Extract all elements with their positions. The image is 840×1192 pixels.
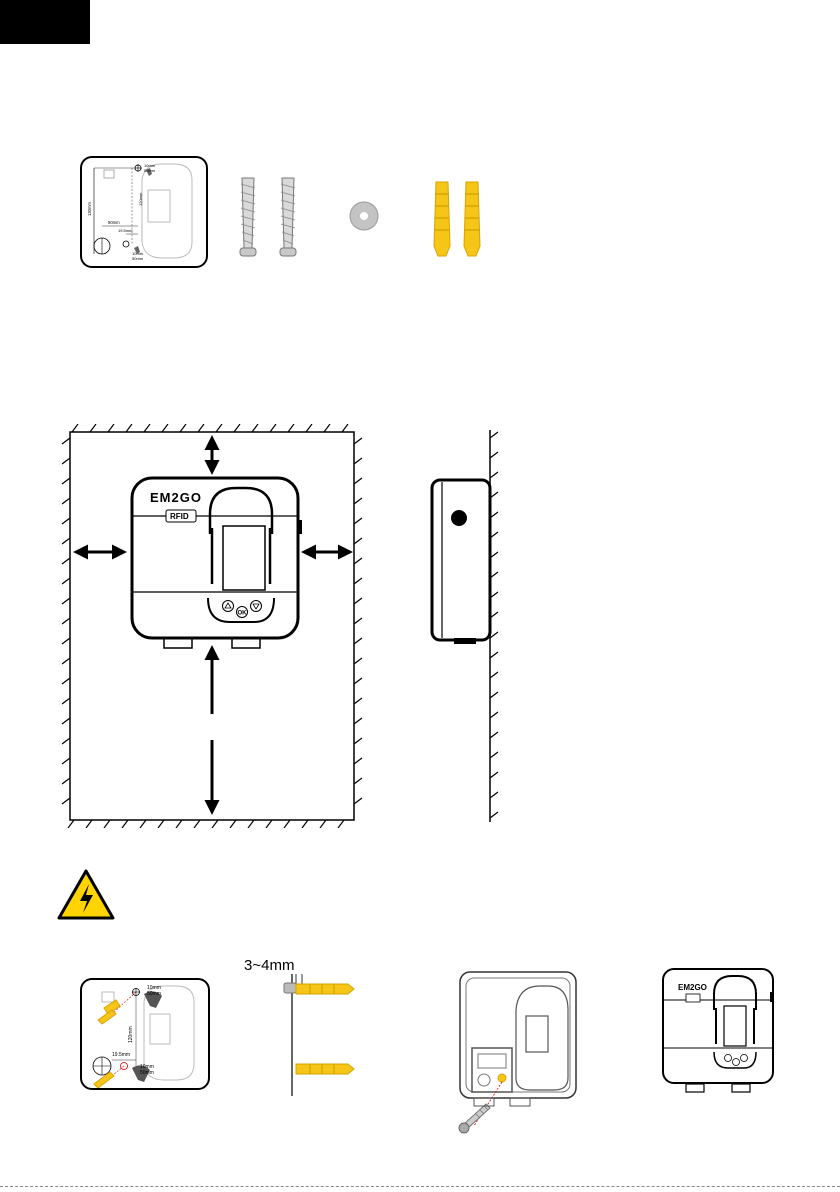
dim-19-5mm-offset: 19.5mm <box>112 1052 130 1058</box>
dim-19-5mm: 19.5mm <box>118 228 133 233</box>
installed-cable-glands <box>682 1082 762 1094</box>
wall-anchors-icon <box>428 176 498 262</box>
wiring-fixing-diagram <box>454 966 584 1138</box>
dim-top-50mm: 50mm <box>144 168 156 173</box>
dim-130mm: 130mm <box>87 202 92 216</box>
clearance-diagram: EM2GO RFID OK <box>60 424 370 828</box>
side-view-diagram <box>426 424 510 828</box>
anchor-gap-label: 3~4mm <box>244 957 294 974</box>
rfid-label: RFID <box>170 512 189 521</box>
drill-bottom-50mm: 50mm <box>140 1070 154 1076</box>
installed-charger-card: EM2GO <box>662 968 774 1084</box>
installed-brand-logo: EM2GO <box>678 983 707 992</box>
washer-icon <box>346 198 386 234</box>
dim-bottom-50mm: 50mm <box>132 256 144 261</box>
brand-logo: EM2GO <box>150 490 202 505</box>
mounting-template-card: 130mm 120mm 90mm 19.5mm 10mm 50mm 10mm 5… <box>80 156 208 268</box>
page-bottom-border <box>0 1186 840 1187</box>
screws-icon <box>232 168 312 268</box>
drill-top-50mm: 50mm <box>147 991 161 997</box>
charger-front: EM2GO RFID OK <box>132 478 302 648</box>
dim-120mm-vertical: 120mm <box>128 1026 134 1043</box>
corner-tab <box>0 0 90 44</box>
drill-step-card: 10mm 50mm 120mm 19.5mm 10mm 50mm <box>80 978 210 1090</box>
anchor-depth-diagram: 3~4mm <box>240 950 360 1100</box>
dim-90mm: 90mm <box>108 220 120 225</box>
ok-button-label: OK <box>238 611 248 617</box>
electrical-warning-icon <box>56 868 116 922</box>
dim-120mm: 120mm <box>138 192 143 206</box>
